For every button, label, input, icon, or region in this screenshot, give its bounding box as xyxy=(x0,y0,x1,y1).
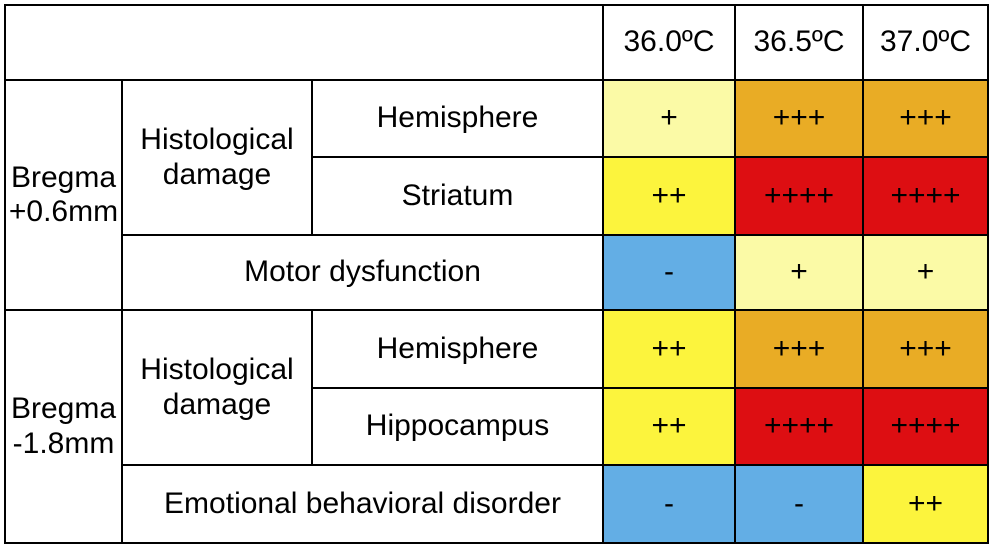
row-hippocampus: Hippocampus ++ ++++ ++++ xyxy=(5,387,989,466)
region-label-striatum: Striatum xyxy=(311,156,604,236)
region-label-hippocampus: Hippocampus xyxy=(311,387,604,466)
group-label-bregma-plus-0-6mm: Bregma +0.6mm xyxy=(4,79,123,311)
heat-cell-r6-c3: ++ xyxy=(862,464,989,544)
heat-cell-r4-c1: ++ xyxy=(602,309,736,389)
row-emotional-behavioral-disorder: Emotional behavioral disorder - - ++ xyxy=(5,464,989,544)
heat-cell-r2-c1: ++ xyxy=(602,156,736,236)
heat-cell-r3-c3: + xyxy=(862,234,989,311)
region-label-hemisphere-1: Hemisphere xyxy=(311,79,604,158)
heat-cell-r5-c2: ++++ xyxy=(734,387,864,466)
behavior-label-motor-dysfunction: Motor dysfunction xyxy=(121,234,604,311)
temp-header-col2: 36.5ºC xyxy=(734,4,864,81)
temp-header-col1: 36.0ºC xyxy=(602,4,736,81)
row-hemisphere-bregma-minus: Bregma -1.8mm Histological damage Hemisp… xyxy=(4,309,989,544)
heat-cell-r4-c3: +++ xyxy=(862,309,989,389)
blank-corner xyxy=(4,4,604,81)
heat-cell-r5-c3: ++++ xyxy=(862,387,989,466)
severity-table: 36.0ºC 36.5ºC 37.0ºC Bregma +0.6mm Histo… xyxy=(4,4,989,544)
heat-cell-r3-c2: + xyxy=(734,234,864,311)
heat-cell-r4-c2: +++ xyxy=(734,309,864,389)
heat-cell-r6-c1: - xyxy=(602,464,736,544)
header-row: 36.0ºC 36.5ºC 37.0ºC xyxy=(4,4,989,81)
heat-cell-r1-c1: + xyxy=(602,79,736,158)
row-motor-dysfunction: Motor dysfunction - + + xyxy=(5,234,989,311)
region-label-hemisphere-2: Hemisphere xyxy=(311,309,604,389)
row-striatum: Striatum ++ ++++ ++++ xyxy=(5,156,989,236)
heat-cell-r3-c1: - xyxy=(602,234,736,311)
measure-label-histological-damage-2: Histological damage xyxy=(121,309,313,466)
heat-cell-r2-c3: ++++ xyxy=(862,156,989,236)
behavior-label-emotional-behavioral-disorder: Emotional behavioral disorder xyxy=(121,464,604,544)
heat-cell-r2-c2: ++++ xyxy=(734,156,864,236)
row-hemisphere-bregma-plus: Bregma +0.6mm Histological damage Hemisp… xyxy=(4,79,989,311)
group-label-bregma-minus-1-8mm: Bregma -1.8mm xyxy=(4,309,123,544)
measure-label-histological-damage-1: Histological damage xyxy=(121,79,313,236)
heat-cell-r1-c2: +++ xyxy=(734,79,864,158)
heat-cell-r5-c1: ++ xyxy=(602,387,736,466)
heat-cell-r1-c3: +++ xyxy=(862,79,989,158)
temp-header-col3: 37.0ºC xyxy=(862,4,989,81)
heat-cell-r6-c2: - xyxy=(734,464,864,544)
